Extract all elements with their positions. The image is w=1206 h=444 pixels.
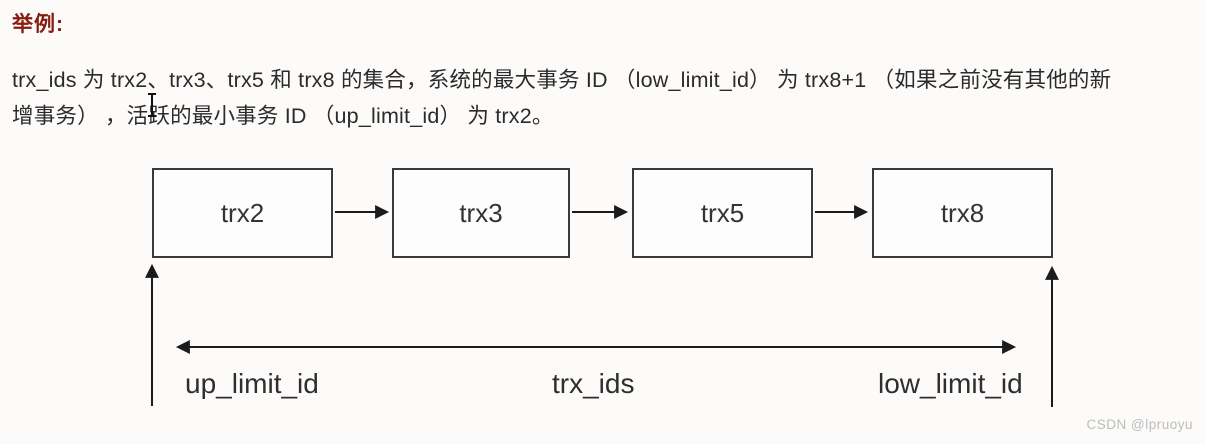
low-limit-id-label: low_limit_id	[878, 368, 1023, 399]
trx-box-label: trx5	[700, 197, 745, 228]
trx-ids-label: trx_ids	[552, 368, 635, 399]
up-limit-id-label: up_limit_id	[185, 368, 319, 399]
paragraph-line-1: trx_ids 为 trx2、trx3、trx5 和 trx8 的集合，系统的最…	[12, 68, 1112, 92]
trx-box-label: trx8	[940, 197, 985, 228]
trx-box-trx2: trx2	[152, 168, 333, 258]
trx-box-label: trx3	[459, 197, 503, 228]
ibeam-cursor-icon	[148, 93, 156, 117]
paragraph-line-2: 增事务） ，活跃的最小事务 ID （up_limit_id） 为 trx2。	[12, 104, 554, 128]
trx-box-label: trx2	[220, 197, 265, 228]
trx-box-trx5: trx5	[632, 168, 813, 258]
trx-box-trx3: trx3	[392, 168, 570, 258]
csdn-watermark: CSDN @lpruoyu	[1086, 417, 1193, 432]
trx-box-trx8: trx8	[872, 168, 1053, 258]
section-heading: 举例:	[12, 13, 64, 36]
